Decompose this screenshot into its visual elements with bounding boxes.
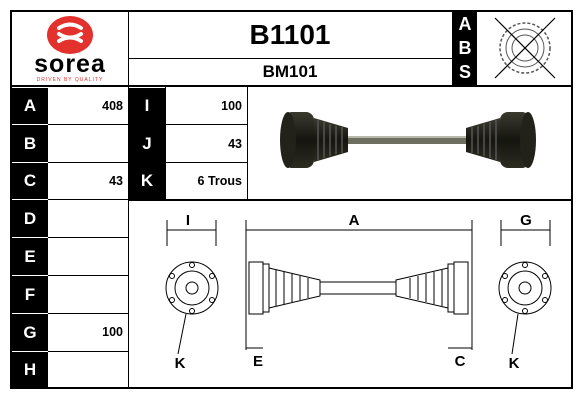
mid-row-divider <box>128 162 247 163</box>
mid-col-right-divider <box>247 87 248 199</box>
brand-name: sorea <box>34 49 106 78</box>
spec-value-k: 6 Trous <box>197 174 242 188</box>
spec-row-divider <box>48 162 128 163</box>
diagram-label-e: E <box>253 353 263 370</box>
spec-label-row: H <box>12 352 48 388</box>
spec-label-row: B <box>12 125 48 162</box>
spec-row-divider <box>48 199 128 200</box>
spec-label-i: I <box>129 88 165 124</box>
diagram-label-i: I <box>186 212 190 229</box>
spec-value-row <box>49 351 128 388</box>
mid-row-divider <box>128 124 247 125</box>
spec-label-row: D <box>12 200 48 237</box>
spec-row-divider <box>48 275 128 276</box>
drive-shaft-photo <box>248 88 573 199</box>
spec-row-divider <box>48 313 128 314</box>
abs-letter-b: B <box>458 37 472 58</box>
abs-letter-a: A <box>458 13 472 34</box>
spec-value-row: 43 <box>109 173 123 188</box>
spec-label-k: K <box>129 163 165 199</box>
diagram-label-k-left: K <box>175 355 186 372</box>
spec-value-row: 408 <box>102 98 123 113</box>
reference-number: BM101 <box>262 61 318 81</box>
spec-label-j: J <box>129 125 165 162</box>
spec-label-row: A <box>12 88 48 124</box>
brand-tagline: DRIVEN BY QUALITY <box>36 77 104 83</box>
spec-value-row: 100 <box>102 325 123 339</box>
dimension-diagram: I A G K E C K <box>130 202 572 388</box>
abs-letter-s: S <box>458 62 471 82</box>
header-row-divider <box>128 58 452 59</box>
spec-value-row <box>49 199 128 237</box>
part-number: B1101 <box>249 19 331 50</box>
header-bottom-line <box>12 85 573 87</box>
spec-label-row: F <box>12 276 48 313</box>
spec-row-divider <box>48 351 128 352</box>
diagram-label-a: A <box>349 212 360 229</box>
spec-label-row: E <box>12 238 48 275</box>
spec-value-j: 43 <box>228 136 242 151</box>
sorea-logo-icon <box>47 16 93 54</box>
brand-logo: sorea DRIVEN BY QUALITY <box>12 12 128 84</box>
spec-row-divider <box>48 124 128 125</box>
abs-column: A B S <box>453 12 477 85</box>
diagram-label-k-right: K <box>509 355 520 372</box>
mid-col-divider <box>165 87 166 199</box>
spec-label-row: C <box>12 163 48 199</box>
spec-value-row <box>49 275 128 313</box>
header-divider <box>452 12 453 85</box>
spec-row-divider <box>48 237 128 238</box>
spec-value-row <box>49 237 128 275</box>
spec-value-i: 100 <box>221 99 242 113</box>
diagram-label-c: C <box>455 353 466 370</box>
spec-value-row <box>49 124 128 162</box>
section-divider <box>128 199 573 201</box>
abs-ring-crossed-icon <box>478 12 573 85</box>
diagram-label-g: G <box>520 212 532 229</box>
spec-label-row: G <box>12 314 48 351</box>
